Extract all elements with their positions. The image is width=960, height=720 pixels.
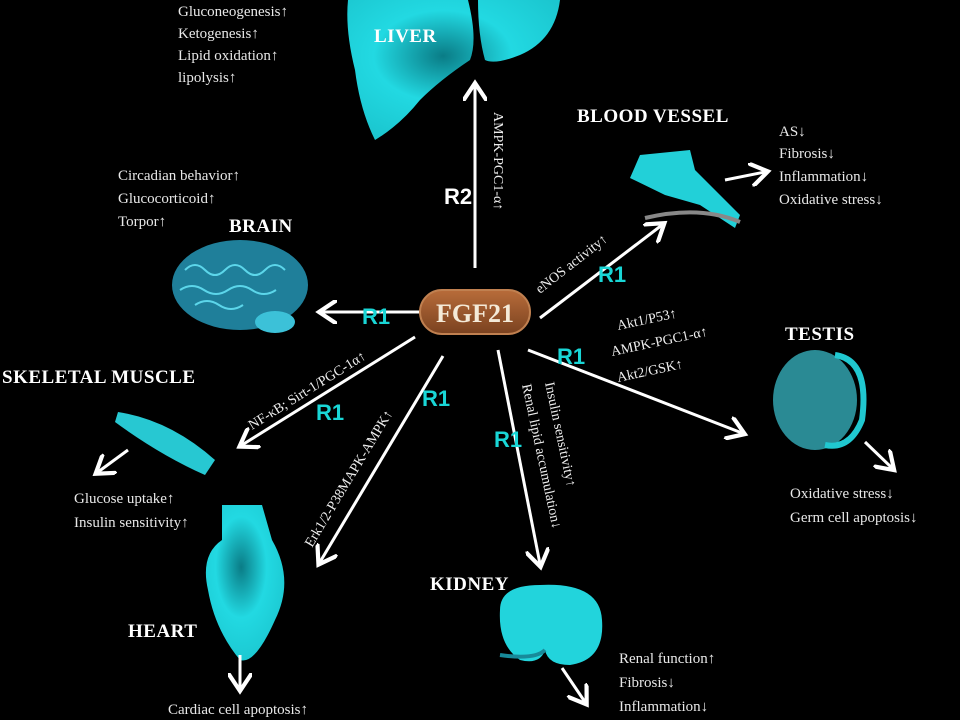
heart-effect: Cardiac cell apoptosis↑ <box>168 702 308 718</box>
epididymis <box>824 352 867 449</box>
effect: Ketogenesis↑ <box>178 26 259 42</box>
brain-title: BRAIN <box>229 216 293 237</box>
effect: Inflammation↓ <box>619 699 708 715</box>
effect: Glucose uptake↑ <box>74 491 174 507</box>
effect: Renal function↑ <box>619 651 715 667</box>
arrow-to-heart <box>320 355 445 562</box>
arrow-blood-vessel-effects <box>724 172 765 180</box>
skeletal-muscle-illustration <box>115 412 215 475</box>
brain-effects: Circadian behavior↑ Glucocorticoid↑ Torp… <box>118 168 240 230</box>
heart-title: HEART <box>128 621 197 642</box>
fgf21-node <box>419 289 531 335</box>
effect: Circadian behavior↑ <box>118 168 240 184</box>
testis-pathway-1: Akt1/P53↑ <box>616 307 678 334</box>
arrow-to-testis <box>527 348 742 433</box>
effect: Fibrosis↓ <box>619 675 675 691</box>
kidney-title: KIDNEY <box>430 574 509 595</box>
effect: Oxidative stress↓ <box>779 192 883 208</box>
effect: Insulin sensitivity↑ <box>74 515 189 531</box>
liver-title: LIVER <box>374 26 437 47</box>
arrow-muscle-effects <box>98 448 129 472</box>
testis-pathway-3: Akt2/GSK↑ <box>616 357 685 386</box>
testis-title: TESTIS <box>785 324 855 345</box>
effect: Inflammation↓ <box>779 169 868 185</box>
receptor-skeletal-muscle: R1 <box>316 400 344 425</box>
blood-vessel-shadow <box>644 210 741 224</box>
liver-pathway: AMPK-PGC1-α↑ <box>490 112 505 210</box>
receptor-testis: R1 <box>557 344 585 369</box>
blood-vessel-illustration <box>630 150 740 228</box>
arrow-testis-effects <box>863 440 892 468</box>
skeletal-muscle-effects: Glucose uptake↑ Insulin sensitivity↑ <box>74 491 189 531</box>
effect: Oxidative stress↓ <box>790 486 894 502</box>
effect: Glucocorticoid↑ <box>118 191 215 207</box>
blood-vessel-title: BLOOD VESSEL <box>577 106 729 127</box>
blood-vessel-effects: AS↓ Fibrosis↓ Inflammation↓ Oxidative st… <box>779 124 883 208</box>
receptor-kidney: R1 <box>494 427 522 452</box>
effect: lipolysis↑ <box>178 70 236 86</box>
effect: Lipid oxidation↑ <box>178 48 278 64</box>
ureter <box>499 648 547 659</box>
receptor-blood-vessel: R1 <box>598 262 626 287</box>
effect: Fibrosis↓ <box>779 146 835 162</box>
arrow-kidney-effects <box>560 667 585 702</box>
effect: Germ cell apoptosis↓ <box>790 510 917 526</box>
heart-illustration <box>205 505 285 661</box>
effect: AS↓ <box>779 124 806 140</box>
fgf21-label: FGF21 <box>436 299 514 328</box>
liver-effects: Gluconeogenesis↑ Ketogenesis↑ Lipid oxid… <box>178 4 288 86</box>
effect: Torpor↑ <box>118 214 166 230</box>
arrow-to-kidney <box>496 349 540 564</box>
cerebellum <box>255 311 295 333</box>
skeletal-muscle-title: SKELETAL MUSCLE <box>2 367 196 388</box>
testis-effects: Oxidative stress↓ Germ cell apoptosis↓ <box>790 486 917 526</box>
brain-gyri <box>179 264 286 310</box>
receptor-brain: R1 <box>362 304 390 329</box>
skeletal-muscle-pathway: NF-κB; Sirt-1/PGC-1α↑ <box>246 349 369 433</box>
kidney-illustration <box>499 584 603 665</box>
testis-illustration <box>773 350 857 450</box>
arrow-to-blood-vessel <box>539 225 662 320</box>
kidney-effects: Renal function↑ Fibrosis↓ Inflammation↓ <box>619 651 715 715</box>
effect: Gluconeogenesis↑ <box>178 4 288 20</box>
receptor-heart: R1 <box>422 386 450 411</box>
heart-pathway: Erk1/2-P38MAPK-AMPK↑ <box>303 408 397 550</box>
arrow-to-skeletal-muscle <box>242 335 416 445</box>
liver-illustration <box>347 0 560 140</box>
receptor-liver: R2 <box>444 184 472 209</box>
